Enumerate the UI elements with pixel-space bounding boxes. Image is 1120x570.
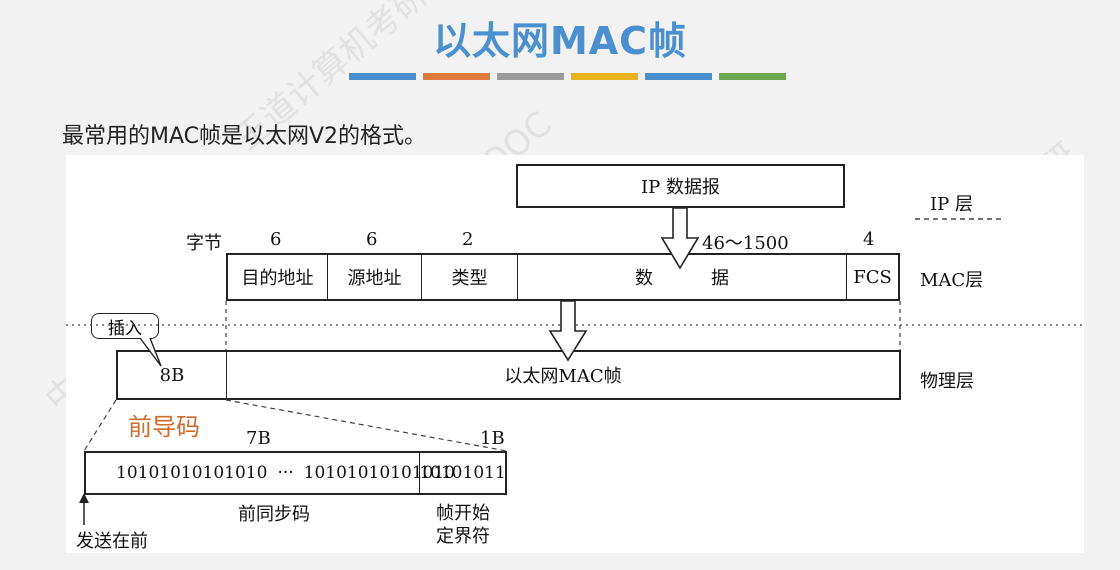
preamble-detail-box: 10101010101010 ··· 10101010101010 101010… — [84, 451, 507, 495]
mac-field-fcs: FCS — [853, 266, 892, 288]
slide-subtitle: 最常用的MAC帧是以太网V2的格式。 — [62, 124, 427, 149]
ellipsis: ··· — [277, 463, 294, 483]
field-size: 4 — [863, 229, 875, 250]
sync-field: 10101010101010 ··· 10101010101010 — [86, 453, 455, 493]
sfd-name: 定界符 — [436, 526, 490, 547]
sync-name: 前同步码 — [238, 504, 310, 525]
callout-pointer — [139, 337, 162, 367]
bytes-label: 字节 — [186, 233, 222, 254]
color-bar — [423, 73, 490, 80]
color-bar — [571, 73, 638, 80]
mac-field-data-label: 据 — [711, 268, 729, 289]
down-arrow-icon — [548, 300, 588, 362]
mac-layer-label: MAC层 — [920, 270, 984, 291]
mac-field-data: 数 据 — [518, 255, 847, 299]
slide-title: 以太网MAC帧 — [432, 19, 688, 63]
preamble-cell: 8B — [118, 352, 227, 398]
sfd-length: 1B — [480, 428, 505, 449]
mac-field-dst: 目的地址 — [228, 255, 328, 299]
arrow-head-icon — [79, 493, 89, 503]
color-bar — [645, 73, 712, 80]
ip-layer-label: IP 层 — [930, 194, 973, 215]
send-first-label: 发送在前 — [76, 531, 148, 552]
mac-field-data-label: 数 — [635, 268, 653, 289]
phy-layer-label: 物理层 — [920, 371, 974, 392]
insert-callout: 插入 — [91, 313, 159, 339]
color-bar — [497, 73, 564, 80]
color-bar — [719, 73, 786, 80]
ip-packet-label: IP 数据报 — [641, 177, 720, 198]
mac-frame: 目的地址 源地址 类型 数 据 FCS — [226, 253, 900, 301]
sfd-field: 10101011 — [419, 463, 506, 483]
down-arrow-icon — [660, 207, 700, 270]
mac-field-src: 源地址 — [328, 255, 422, 299]
field-size: 6 — [270, 229, 282, 250]
ip-packet-box: IP 数据报 — [516, 164, 845, 208]
projection-line — [83, 399, 117, 452]
color-bar — [349, 73, 416, 80]
field-size: 2 — [462, 229, 474, 250]
phy-frame-label: 以太网MAC帧 — [504, 366, 622, 387]
sync-length: 7B — [246, 428, 271, 449]
projection-line — [225, 399, 508, 452]
preamble-title: 前导码 — [128, 413, 200, 441]
field-size: 6 — [366, 229, 378, 250]
phy-frame: 8B 以太网MAC帧 — [116, 350, 901, 400]
mac-field-type: 类型 — [422, 255, 518, 299]
sync-bits: 10101010101010 — [116, 463, 268, 483]
sync-bits: 10101010101010 — [303, 463, 456, 483]
field-size: 46～1500 — [702, 233, 789, 254]
sfd-name: 帧开始 — [436, 503, 490, 524]
